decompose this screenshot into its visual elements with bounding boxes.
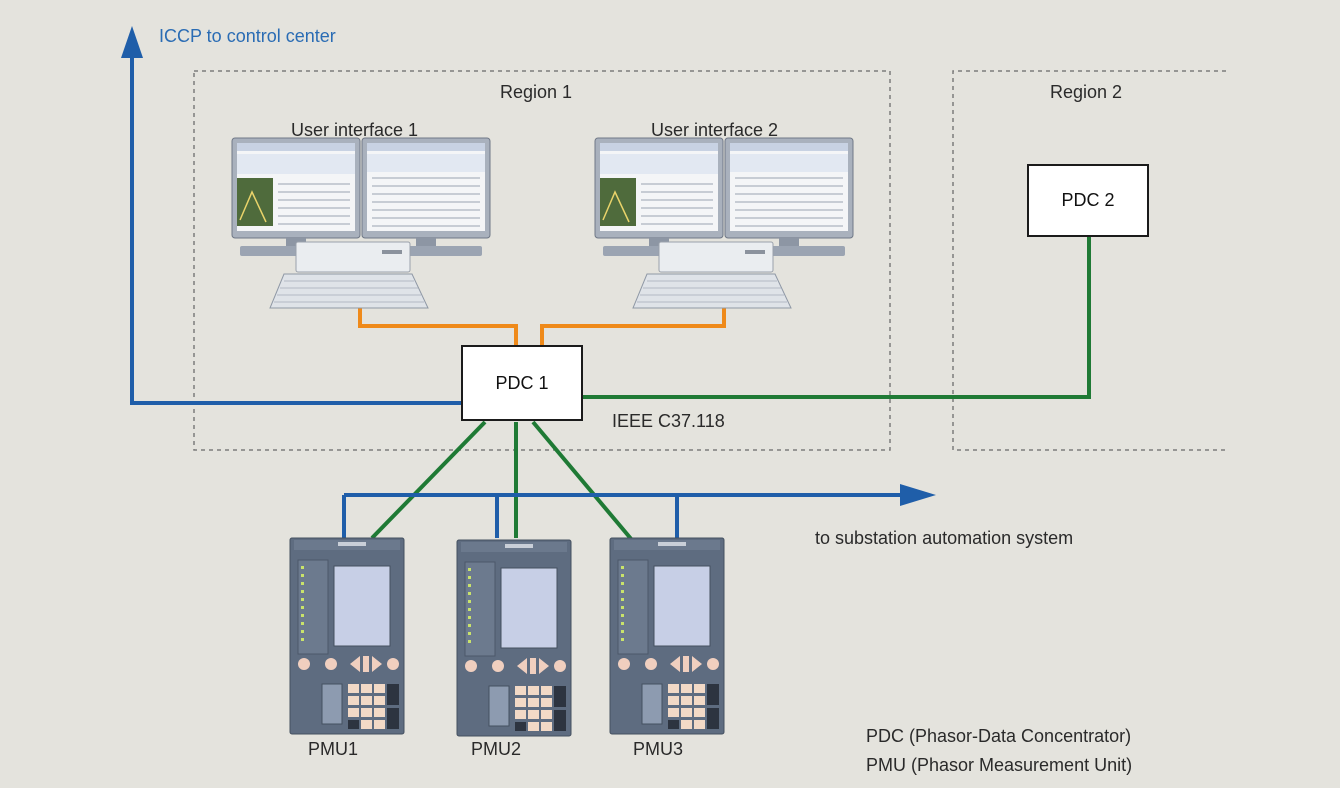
workstation-2 — [594, 137, 854, 309]
substation-arrow — [900, 484, 936, 506]
protocol-label: IEEE C37.118 — [612, 411, 725, 431]
substation-label: to substation automation system — [815, 528, 1074, 548]
region1-label: Region 1 — [500, 82, 573, 102]
ui1-label: User interface 1 — [291, 120, 419, 140]
pmu1-label: PMU1 — [308, 739, 359, 759]
iccp-link — [121, 26, 463, 405]
workstation-1 — [231, 137, 491, 309]
region2-box — [952, 70, 1226, 451]
pmu-device — [289, 537, 405, 735]
pdc1-box: PDC 1 — [461, 345, 583, 421]
substation-bus — [342, 493, 905, 540]
pmu2-label: PMU2 — [471, 739, 522, 759]
region1-box — [193, 70, 891, 451]
pdc-link-green — [370, 236, 1091, 542]
ui-link-orange — [358, 308, 726, 345]
pmu-device — [456, 539, 572, 737]
pdc2-box: PDC 2 — [1027, 164, 1149, 237]
region2-label: Region 2 — [1050, 82, 1123, 102]
iccp-label: ICCP to control center — [159, 26, 336, 46]
legend-pdc: PDC (Phasor-Data Concentrator) — [866, 726, 1132, 746]
pmu-device — [609, 537, 725, 735]
ui2-label: User interface 2 — [651, 120, 779, 140]
pmu3-label: PMU3 — [633, 739, 684, 759]
legend-pmu: PMU (Phasor Measurement Unit) — [866, 755, 1133, 775]
